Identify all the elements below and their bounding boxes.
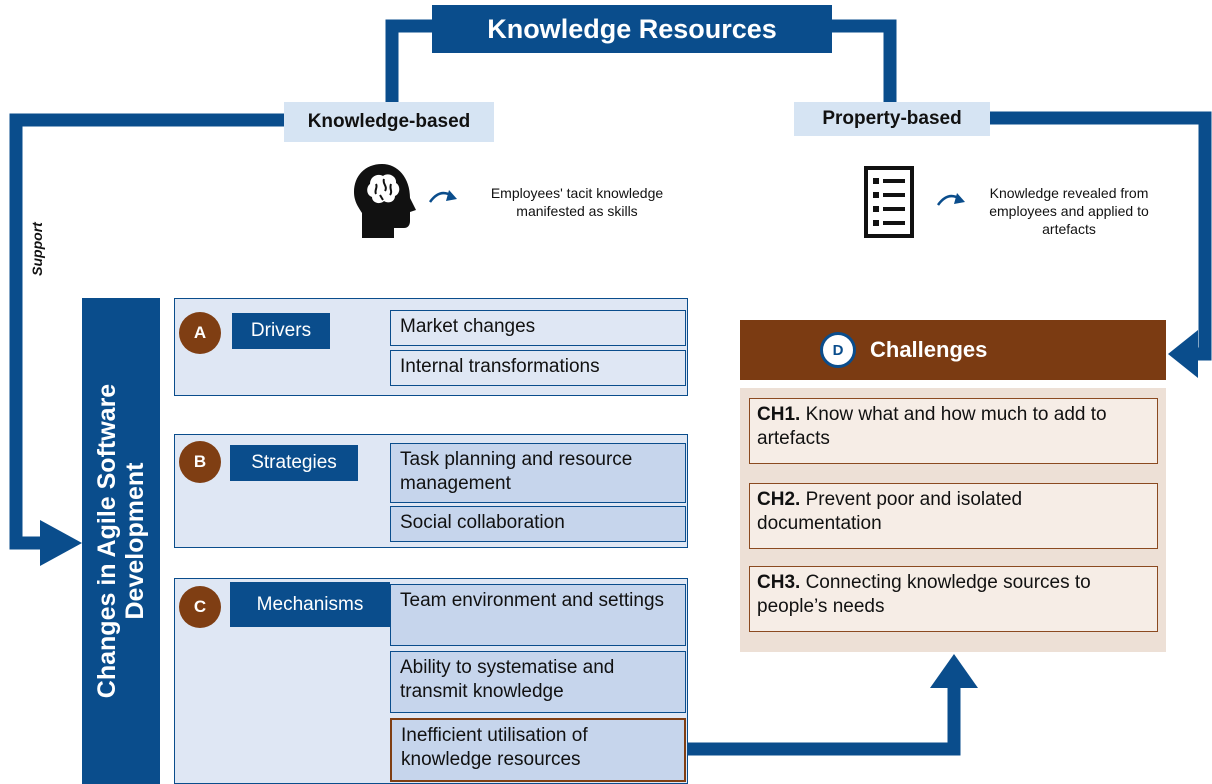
changes-label: Changes in Agile Software Development	[93, 383, 149, 699]
challenges-header: D Challenges	[740, 320, 1166, 380]
badge-c: C	[179, 586, 221, 628]
top-left-connector	[385, 19, 432, 102]
property-based-description: Knowledge revealed from employees and ap…	[989, 185, 1149, 237]
item-social-collaboration: Social collaboration	[390, 506, 686, 542]
item-market-changes: Market changes	[390, 310, 686, 346]
item-inefficient-utilisation: Inefficient utilisation of knowledge res…	[390, 718, 686, 782]
property-based-label: Property-based	[794, 102, 990, 136]
property-arrowhead	[1168, 330, 1198, 378]
property-connector	[990, 111, 1212, 361]
support-label: Support	[29, 222, 45, 276]
item-task-planning: Task planning and resource management	[390, 443, 686, 503]
head-brain-icon	[354, 164, 416, 238]
knowledge-based-description: Employees' tacit knowledge manifested as…	[490, 185, 664, 219]
inefficient-connector	[686, 685, 961, 756]
top-right-connector	[832, 19, 897, 102]
badge-a: A	[179, 312, 221, 354]
item-team-environment: Team environment and settings	[390, 584, 686, 646]
drivers-tab: Drivers	[232, 313, 330, 349]
support-arrowhead	[40, 520, 82, 566]
challenge-ch1: CH1. Know what and how much to add to ar…	[749, 398, 1158, 464]
inefficient-arrowhead	[930, 654, 978, 688]
mechanisms-tab: Mechanisms	[230, 582, 390, 627]
challenge-ch2: CH2. Prevent poor and isolated documenta…	[749, 483, 1158, 549]
strategies-tab: Strategies	[230, 445, 358, 481]
item-systematise-knowledge: Ability to systematise and transmit know…	[390, 651, 686, 713]
knowledge-resources-title: Knowledge Resources	[432, 5, 832, 53]
item-internal-transformations: Internal transformations	[390, 350, 686, 386]
support-connector	[9, 113, 290, 550]
badge-d: D	[820, 332, 856, 368]
changes-vertical-bar: Changes in Agile Software Development	[82, 298, 160, 784]
knowledge-based-label: Knowledge-based	[284, 102, 494, 142]
challenges-title: Challenges	[870, 337, 988, 362]
checklist-document-icon	[864, 166, 914, 238]
challenge-ch3: CH3. Connecting knowledge sources to peo…	[749, 566, 1158, 632]
badge-b: B	[179, 441, 221, 483]
